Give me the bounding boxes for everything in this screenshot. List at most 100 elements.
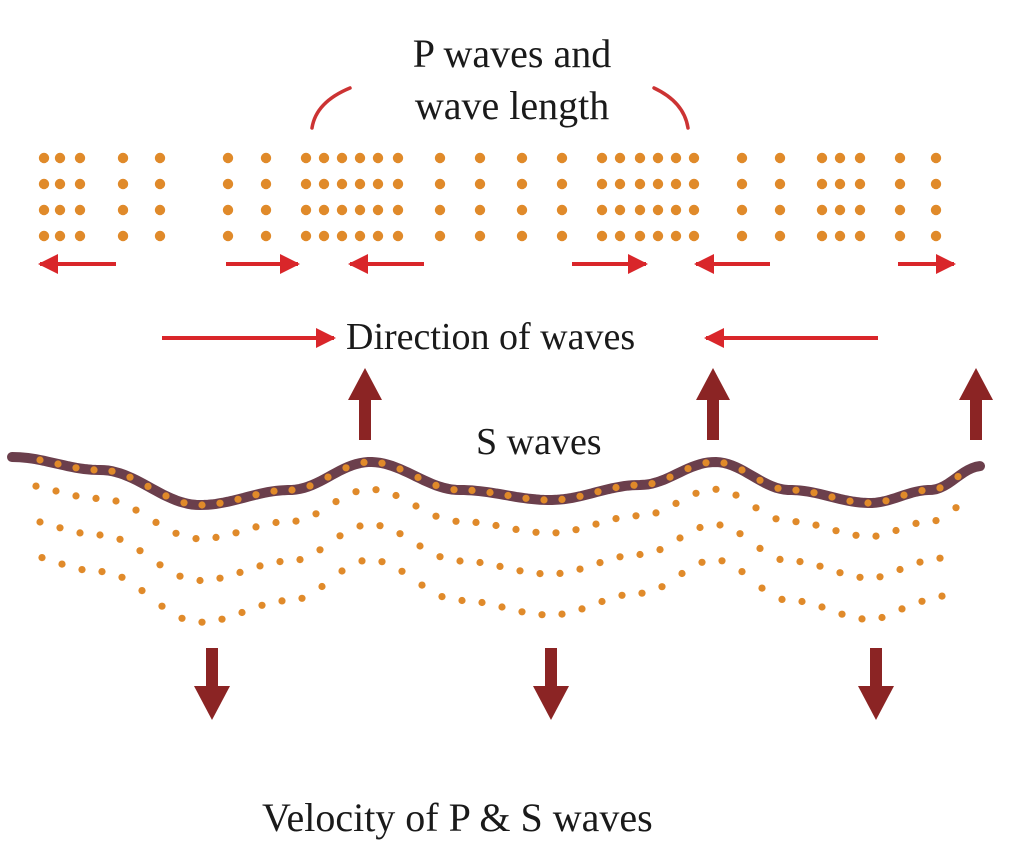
p-wave-particle: [434, 204, 446, 216]
s-wave-particle: [58, 560, 66, 568]
s-wave-particle: [592, 520, 600, 528]
p-wave-particle: [854, 152, 866, 164]
s-wave-particle: [352, 488, 360, 496]
p-wave-particle: [556, 152, 568, 164]
s-wave-particle: [598, 597, 606, 606]
p-wave-particle: [834, 178, 846, 190]
s-wave-surface-particle: [594, 488, 602, 496]
s-wave-surface-particle: [432, 481, 440, 489]
p-wave-particle: [516, 178, 528, 190]
s-wave-particle: [896, 565, 904, 574]
p-wave-particle: [930, 230, 942, 242]
s-wave-particle: [892, 526, 900, 535]
s-wave-particle: [218, 615, 226, 623]
s-wave-surface-particle: [270, 487, 278, 495]
s-wave-particles: [32, 456, 962, 626]
s-wave-particle: [476, 558, 484, 567]
p-wave-particle: [614, 230, 626, 242]
p-wave-particle: [222, 230, 234, 242]
p-wave-particle: [222, 204, 234, 216]
s-wave-particle: [696, 523, 704, 532]
s-wave-particle: [796, 558, 804, 566]
p-wave-particle: [318, 230, 330, 242]
s-wave-particle: [152, 518, 160, 527]
p-wave-particle: [117, 204, 129, 216]
p-wave-particle: [354, 152, 366, 164]
s-wave-particle: [336, 532, 344, 540]
p-wave-particle: [894, 204, 906, 216]
s-wave-particle: [516, 567, 524, 575]
s-wave-surface-particle: [108, 467, 116, 475]
s-wave-particle: [952, 504, 960, 512]
p-wave-particle: [614, 152, 626, 164]
p-wave-particle: [652, 230, 664, 242]
s-wave-particle: [452, 517, 460, 525]
p-wave-particle: [336, 230, 348, 242]
p-wave-particle: [834, 152, 846, 164]
s-wave-particle: [412, 502, 420, 510]
p-wave-particle: [300, 230, 312, 242]
s-wave-particle: [798, 597, 806, 606]
down-arrow: [194, 648, 230, 720]
s-wave-surface-particle: [774, 484, 782, 492]
s-wave-particle: [558, 610, 566, 618]
s-wave-surface-particle: [612, 483, 620, 492]
s-wave-particle: [432, 512, 440, 520]
s-wave-particle: [596, 559, 604, 567]
s-wave-particle: [416, 542, 424, 550]
s-wave-surface-particle: [954, 473, 962, 481]
s-wave-surface-particle: [180, 499, 188, 507]
s-wave-surface-particle: [144, 482, 152, 490]
s-wave-particle: [438, 593, 446, 601]
p-wave-particle: [634, 204, 646, 216]
p-wave-particle: [894, 230, 906, 242]
p-wave-particle: [336, 152, 348, 164]
s-wave-particle: [252, 523, 260, 531]
s-wave-particle: [632, 512, 640, 520]
p-wave-particle: [372, 152, 384, 164]
s-wave-particle: [132, 506, 140, 514]
s-wave-particle: [192, 535, 200, 543]
s-wave-surface-particle: [810, 489, 818, 497]
up-arrow: [348, 368, 382, 440]
p-wave-particle: [154, 152, 166, 164]
s-wave-particle: [532, 528, 540, 536]
s-wave-particle: [358, 557, 366, 565]
p-wave-particle: [222, 152, 234, 164]
down-arrows: [194, 648, 894, 720]
s-wave-particle: [256, 562, 264, 570]
p-wave-particle: [372, 230, 384, 242]
p-wave-particle: [816, 230, 828, 242]
p-wave-particle: [774, 204, 786, 216]
s-wave-surface-particle: [396, 465, 404, 473]
s-wave-particle: [372, 486, 380, 494]
p-waves-title-line1: P waves and: [412, 31, 612, 76]
p-wave-particle: [392, 178, 404, 190]
s-wave-particle: [112, 497, 120, 505]
s-wave-particle: [938, 592, 946, 600]
s-wave-surface-particle: [918, 487, 926, 495]
p-wave-particle: [652, 178, 664, 190]
p-wave-particle: [652, 152, 664, 164]
s-wave-particle: [678, 569, 686, 578]
s-wave-particle: [212, 533, 220, 542]
s-wave-surface-particle: [234, 495, 242, 503]
s-wave-particle: [758, 584, 766, 592]
s-wave-particle: [136, 547, 144, 555]
s-wave-particle: [912, 519, 920, 528]
s-wave-surface-particle: [576, 492, 584, 500]
s-wave-particle: [118, 573, 126, 581]
s-wave-surface-particle: [306, 482, 314, 490]
s-wave-surface-particle: [648, 480, 656, 488]
s-wave-particle: [496, 562, 504, 571]
s-wave-surface-particle: [468, 486, 476, 494]
p-wave-particle: [434, 152, 446, 164]
s-wave-surface-particle: [558, 495, 566, 503]
s-wave-particle: [232, 529, 240, 537]
s-wave-surface-particle: [198, 501, 206, 509]
s-wave-particle: [272, 518, 280, 527]
s-wave-particle: [618, 591, 626, 599]
p-wave-particle: [300, 178, 312, 190]
up-arrows: [348, 368, 993, 440]
